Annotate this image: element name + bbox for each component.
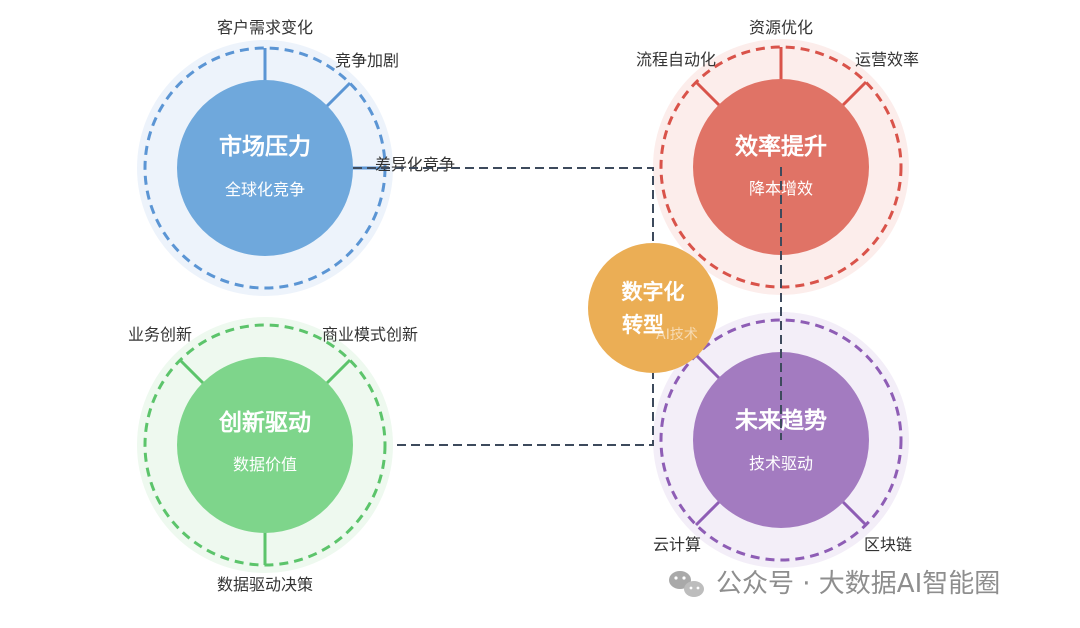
label-customer-demand-change: 客户需求变化 [217,18,313,37]
innovation-spoke-top-left [178,358,206,386]
watermark: 公众号 · 大数据AI智能圈 [669,569,1000,599]
connector-innovation-to-center [397,373,654,446]
center-title-line2: 转型 [622,313,664,337]
wechat-icon [669,571,704,597]
center-title-line1: 数字化 [622,280,685,304]
innovation-core-circle [177,357,353,533]
connector-market-to-center [353,167,654,263]
efficiency-spoke-top-right [840,80,868,108]
label-operational-efficiency: 运营效率 [855,50,919,69]
label-resource-optimization: 资源优化 [749,18,813,37]
center-node: 数字化 转型 AI技术 [588,243,718,373]
label-data-driven-decision: 数据驱动决策 [217,575,313,594]
future-spoke-top-left [694,353,722,381]
innovation-cluster: 创新驱动 数据价值 业务创新 商业模式创新 数据驱动决策 [128,317,418,594]
market-subtitle: 全球化竞争 [225,180,305,199]
label-competition-intensifies: 竞争加剧 [335,51,399,70]
center-faint-label: AI技术 [656,327,698,343]
label-differentiated-competition: 差异化竞争 [375,155,455,174]
market-spoke-top-right [324,81,352,109]
label-blockchain: 区块链 [864,535,912,554]
efficiency-title: 效率提升 [735,133,827,160]
future-dashed-ring [659,318,903,562]
connectors [353,167,782,446]
innovation-title: 创新驱动 [218,409,311,436]
center-circle [588,243,718,373]
label-cloud-computing: 云计算 [653,535,701,554]
market-pressure-cluster: 市场压力 全球化竞争 客户需求变化 竞争加剧 差异化竞争 [137,18,455,296]
label-business-innovation: 业务创新 [128,325,192,344]
watermark-text: 公众号 · 大数据AI智能圈 [716,569,1000,599]
future-spoke-bottom-right [840,499,868,527]
market-title: 市场压力 [219,133,311,160]
future-subtitle: 技术驱动 [749,454,813,473]
market-core-circle [177,80,353,256]
future-spoke-bottom-left [694,499,722,527]
innovation-spoke-top-right [324,358,352,386]
innovation-subtitle: 数据价值 [233,455,297,474]
efficiency-spoke-top-left [694,80,722,108]
label-business-model-innovation: 商业模式创新 [322,325,418,344]
label-process-automation: 流程自动化 [636,50,716,69]
